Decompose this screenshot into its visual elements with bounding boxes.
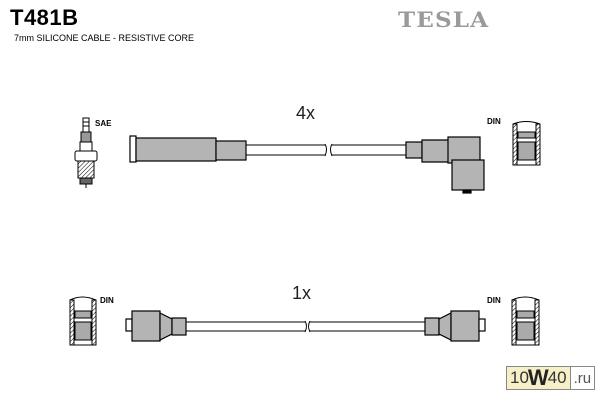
watermark-suffix: 40 [547,368,567,387]
straight-boot-icon [129,135,247,163]
spark-plug-icon [74,117,98,188]
din-socket-icon [512,121,541,166]
part-number: T481B [10,5,79,30]
cable-line [246,143,406,157]
connector-label: DIN [487,117,501,126]
straight-boot-icon [125,310,187,342]
watermark-prefix: 10 [510,368,529,387]
din-socket-icon [69,296,97,346]
straight-boot-icon [424,310,486,342]
connector-label: DIN [487,296,501,305]
din-socket-icon [511,296,540,346]
connector-label: SAE [95,119,112,128]
connector-label: DIN [100,296,114,305]
watermark-domain: .ru [570,367,595,389]
cable-description: 7mm SILICONE CABLE - RESISTIVE CORE [14,33,195,43]
watermark-w: W [527,365,549,390]
quantity-label: 1x [292,283,312,303]
quantity-label: 4x [296,103,316,123]
cable-line [186,320,425,333]
brand-logo: TESLA [398,7,490,32]
right-angle-boot-icon [405,136,485,194]
